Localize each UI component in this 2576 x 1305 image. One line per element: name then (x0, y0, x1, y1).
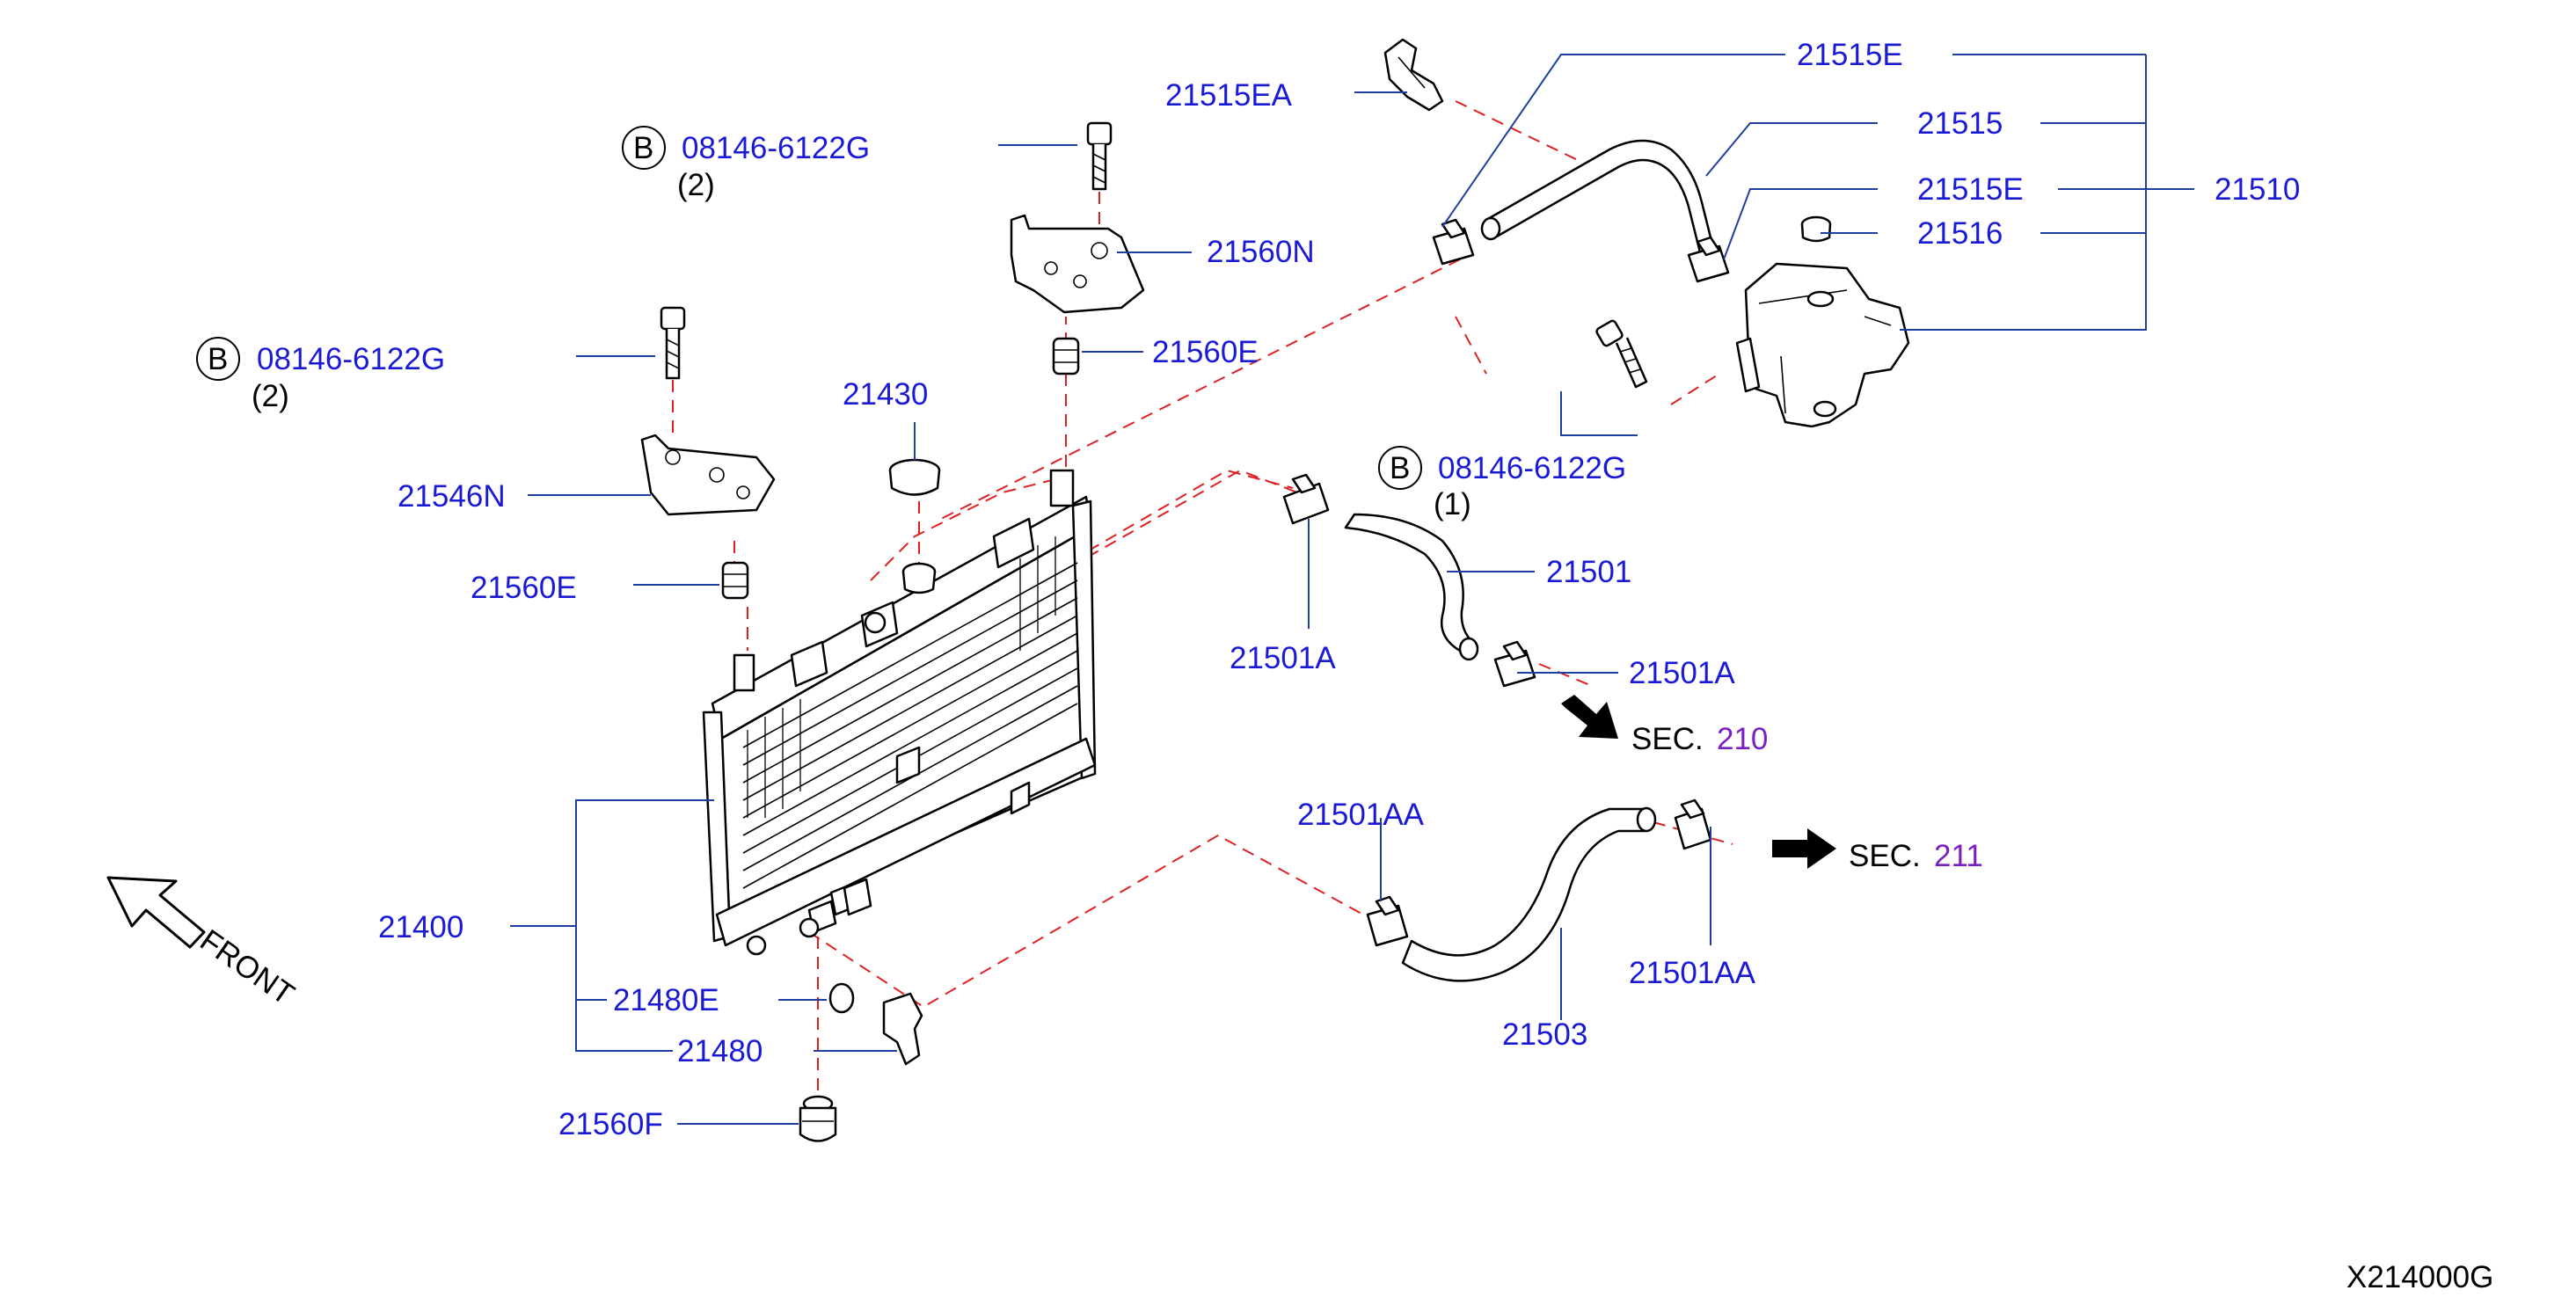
mount-bushing-icon (799, 1095, 837, 1142)
bolt-tank-part-number: 08146-6122G (1438, 451, 1626, 485)
front-indicator: FRONT (106, 876, 301, 1012)
label-21510: 21510 (2215, 172, 2300, 207)
bolt-icon (1086, 121, 1113, 191)
label-21560F: 21560F (558, 1107, 663, 1141)
label-21546N: 21546N (398, 479, 506, 514)
reservoir-hose-21515-icon (1480, 139, 1717, 261)
b-circle-icon (622, 126, 666, 170)
label-21503: 21503 (1502, 1017, 1587, 1052)
sec-arrow-icon (1772, 828, 1836, 869)
leader-lines (510, 54, 2194, 1125)
upper-hose-21501-icon (1344, 513, 1479, 661)
bolt-tank-circle-letter: B (1390, 451, 1410, 485)
hose-clamp-icon (1493, 640, 1536, 688)
hose-clamp-icon (1366, 895, 1409, 947)
b-circle-icon (196, 337, 240, 381)
bracket-21560N-icon (1010, 214, 1145, 314)
label-21501A-left: 21501A (1230, 641, 1336, 675)
tank-hose-stub-icon (1735, 337, 1761, 393)
hose-clamp-icon (1282, 473, 1330, 525)
mount-bushing-icon (1052, 337, 1080, 375)
sec-210-prefix: SEC. (1631, 722, 1704, 756)
label-21501AA-top: 21501AA (1297, 798, 1425, 832)
label-21480: 21480 (677, 1034, 763, 1068)
bolt-top-circle-letter: B (633, 131, 653, 165)
label-21515E-top: 21515E (1797, 38, 1903, 72)
diagram-code: X214000G (2346, 1260, 2493, 1294)
label-21515: 21515 (1917, 106, 2003, 141)
label-21430: 21430 (843, 377, 928, 412)
bolt-callout-top: B 08146-6122G (2) (622, 126, 870, 202)
mount-bushing-icon (721, 561, 749, 600)
sec-211-callout: SEC. 211 (1772, 828, 1983, 873)
sec-211-number: 211 (1934, 839, 1983, 873)
label-21560E-left: 21560E (471, 571, 577, 605)
bolt-callout-left: B 08146-6122G (2) (196, 337, 445, 413)
label-21501A-right: 21501A (1629, 656, 1735, 690)
label-21400: 21400 (378, 910, 463, 944)
bracket-21546N-icon (640, 434, 776, 516)
bolt-icon (1595, 319, 1648, 389)
front-arrow-icon (106, 876, 206, 949)
label-21501: 21501 (1546, 555, 1631, 589)
bolt-callout-tank: B 08146-6122G (1) (1378, 446, 1626, 521)
sec-210-callout: SEC. 210 (1561, 695, 1768, 756)
sec-211-prefix: SEC. (1849, 839, 1921, 873)
sec-210-number: 210 (1717, 722, 1768, 756)
tank-cap-21516-icon (1800, 215, 1832, 243)
label-21560E-top: 21560E (1152, 335, 1259, 369)
label-21480E: 21480E (613, 983, 719, 1017)
bolt-tank-qty: (1) (1434, 487, 1471, 521)
radiator-cap-icon (888, 458, 941, 594)
bolt-top-part-number: 08146-6122G (682, 131, 870, 165)
bolt-icon (660, 306, 686, 380)
label-21515E-mid: 21515E (1917, 172, 2024, 207)
bolt-left-qty: (2) (252, 379, 289, 413)
label-21501AA-bottom: 21501AA (1629, 956, 1756, 990)
label-21515EA: 21515EA (1165, 78, 1293, 113)
label-21516: 21516 (1917, 216, 2003, 251)
hose-clamp-icon (1383, 38, 1444, 112)
b-circle-icon (1378, 446, 1422, 490)
bolt-left-circle-letter: B (208, 342, 228, 376)
bolt-top-qty: (2) (677, 168, 715, 202)
hose-clamp-icon (1674, 798, 1712, 850)
bolt-left-part-number: 08146-6122G (257, 342, 445, 376)
hose-clamp-icon (1432, 218, 1475, 266)
hose-clamp-icon (1687, 236, 1730, 283)
label-21560N: 21560N (1207, 235, 1315, 269)
sec-arrow-icon (1561, 695, 1618, 739)
reservoir-tank-icon (1744, 262, 1910, 428)
front-label: FRONT (193, 923, 300, 1012)
drain-plug-icon (828, 982, 923, 1066)
lower-hose-21503-icon (1401, 806, 1657, 982)
radiator-icon (702, 469, 1097, 956)
